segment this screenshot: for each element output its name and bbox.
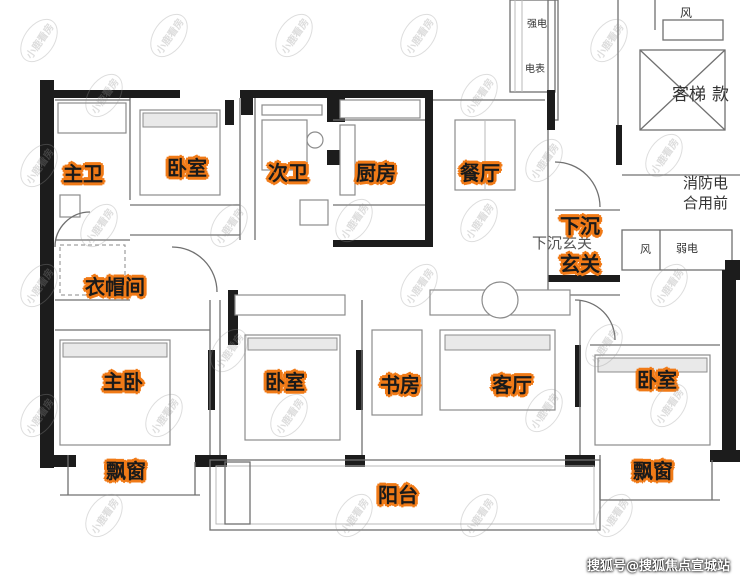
wind-top-label: 风 [680, 6, 693, 20]
elevator-text: 客梯 [672, 85, 706, 105]
room-label-bay-window-right: 飘窗 [633, 459, 673, 483]
room-label-walk-in-closet: 衣帽间 [85, 275, 145, 299]
room-label-dining: 餐厅 [460, 161, 500, 185]
room-label-living-room: 客厅 [492, 373, 532, 397]
room-label-bay-window-left: 飘窗 [106, 459, 146, 483]
elevator-suffix: 款 [712, 85, 729, 105]
room-label-balcony: 阳台 [378, 483, 418, 507]
room-label-sunken-foyer-1: 下沉 [560, 214, 600, 238]
elevator-label: 客梯款 [672, 80, 729, 105]
fire-elevator-label-1: 消防电 [683, 174, 729, 192]
balcony-outline [60, 455, 720, 531]
room-label-sunken-foyer-2: 玄关 [560, 252, 600, 276]
room-label-bedroom-2: 卧室 [265, 370, 305, 394]
meter-label: 电表 [525, 64, 545, 75]
source-footer: 搜狐号@搜狐焦点宣城站 [586, 559, 730, 574]
fire-elevator-label-2: 合用前 [683, 194, 729, 212]
weak-power-label: 弱电 [676, 242, 698, 255]
room-label-bedroom-3: 卧室 [637, 368, 677, 392]
room-label-study: 书房 [380, 373, 420, 397]
wind-shaft-label: 风 [640, 243, 651, 256]
partitions [55, 98, 720, 455]
furniture [54, 99, 711, 446]
foyer-plan-text: 下沉玄关 [532, 234, 593, 252]
room-label-kitchen: 厨房 [356, 161, 396, 185]
room-label-master-bath: 主卫 [63, 162, 103, 186]
room-label-bedroom-1: 卧室 [167, 156, 207, 180]
stair-core [509, 0, 740, 271]
room-label-master-bedroom: 主卧 [103, 370, 143, 394]
strong-power-label: 强电 [527, 19, 547, 30]
room-label-second-bath: 次卫 [268, 161, 308, 185]
